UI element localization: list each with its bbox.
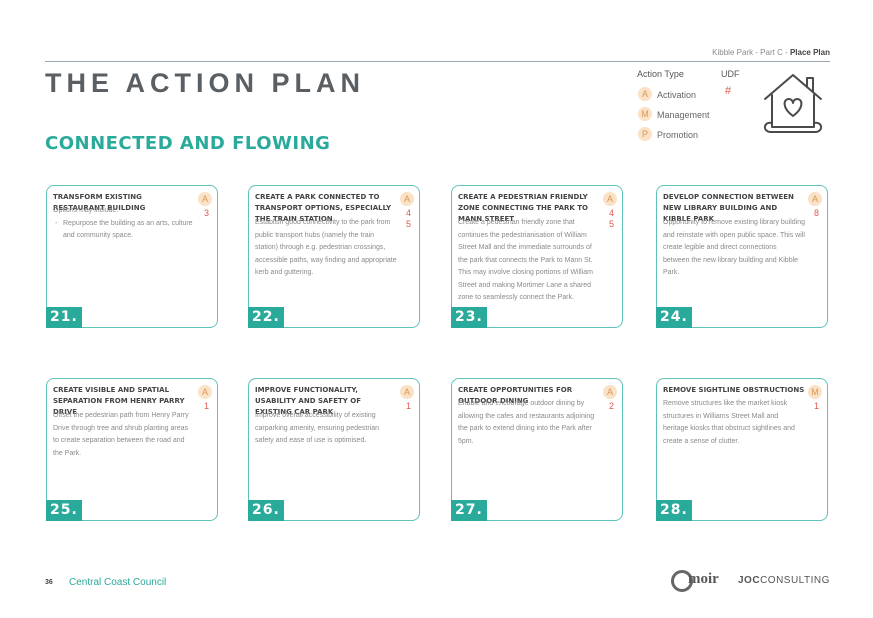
action-type-badge-icon: A [808, 192, 822, 206]
moir-logo-icon [671, 570, 693, 592]
udf-reference: 1 [813, 401, 819, 411]
legend-item-management: M Management [637, 103, 767, 123]
legend-col-action-type: Action Type [637, 69, 684, 79]
breadcrumb-current: Place Plan [789, 48, 830, 57]
section-title: CONNECTED AND FLOWING [45, 133, 331, 154]
action-type-badge-icon: A [400, 385, 414, 399]
action-type-badge-icon: A [603, 385, 617, 399]
action-type-legend: Action Type UDF A Activation # M Managem… [637, 69, 767, 143]
action-number: 25. [46, 500, 82, 521]
moir-logo: moir [671, 570, 731, 592]
action-type-badge-icon: A [198, 385, 212, 399]
udf-reference: 4 5 [608, 208, 614, 229]
header-divider [45, 61, 830, 62]
udf-reference: 1 [203, 401, 209, 411]
action-number: 28. [656, 500, 692, 521]
list-item: Repurpose the building as an arts, cultu… [53, 218, 195, 243]
udf-hash-marker: # [725, 85, 732, 97]
breadcrumb: Kibble Park - Part C - Place Plan [712, 48, 830, 57]
activation-badge-icon: A [638, 87, 652, 101]
page-number: 36 [45, 579, 53, 586]
action-card-24: Develop connection between new library b… [656, 185, 828, 328]
legend-item-activation: A Activation # [637, 83, 767, 103]
action-number: 23. [451, 307, 487, 328]
legend-col-udf: UDF [721, 69, 740, 79]
action-card-28: Remove sightline obstructions Remove str… [656, 378, 828, 521]
management-badge-icon: M [638, 107, 652, 121]
udf-reference: 4 5 [405, 208, 411, 229]
action-card-25: Create visible and spatial separation fr… [46, 378, 218, 521]
action-card-21: Transform existing restaurant building O… [46, 185, 218, 328]
legend-item-promotion: P Promotion [637, 123, 767, 143]
action-type-badge-icon: A [198, 192, 212, 206]
action-number: 26. [248, 500, 284, 521]
action-card-26: Improve functionality, usability and saf… [248, 378, 420, 521]
page-title: THE ACTION PLAN [45, 68, 365, 98]
options-list: Repurpose the building as an arts, cultu… [53, 218, 195, 243]
action-type-badge-icon: A [400, 192, 414, 206]
action-type-badge-icon: A [603, 192, 617, 206]
promotion-badge-icon: P [638, 127, 652, 141]
udf-reference: 1 [405, 401, 411, 411]
udf-reference: 8 [813, 208, 819, 218]
action-number: 27. [451, 500, 487, 521]
action-number: 22. [248, 307, 284, 328]
action-card-23: Create a pedestrian friendly zone connec… [451, 185, 623, 328]
house-heart-icon [764, 74, 822, 133]
action-type-badge-icon: M [808, 385, 822, 399]
action-card-27: Create opportunities for outdoor dining … [451, 378, 623, 521]
action-card-22: Create a park connected to transport opt… [248, 185, 420, 328]
udf-reference: 2 [608, 401, 614, 411]
council-name: Central Coast Council [69, 577, 167, 588]
action-number: 24. [656, 307, 692, 328]
udf-reference: 3 [203, 208, 209, 218]
joc-consulting-logo: JOCCONSULTING [738, 575, 830, 586]
action-number: 21. [46, 307, 82, 328]
